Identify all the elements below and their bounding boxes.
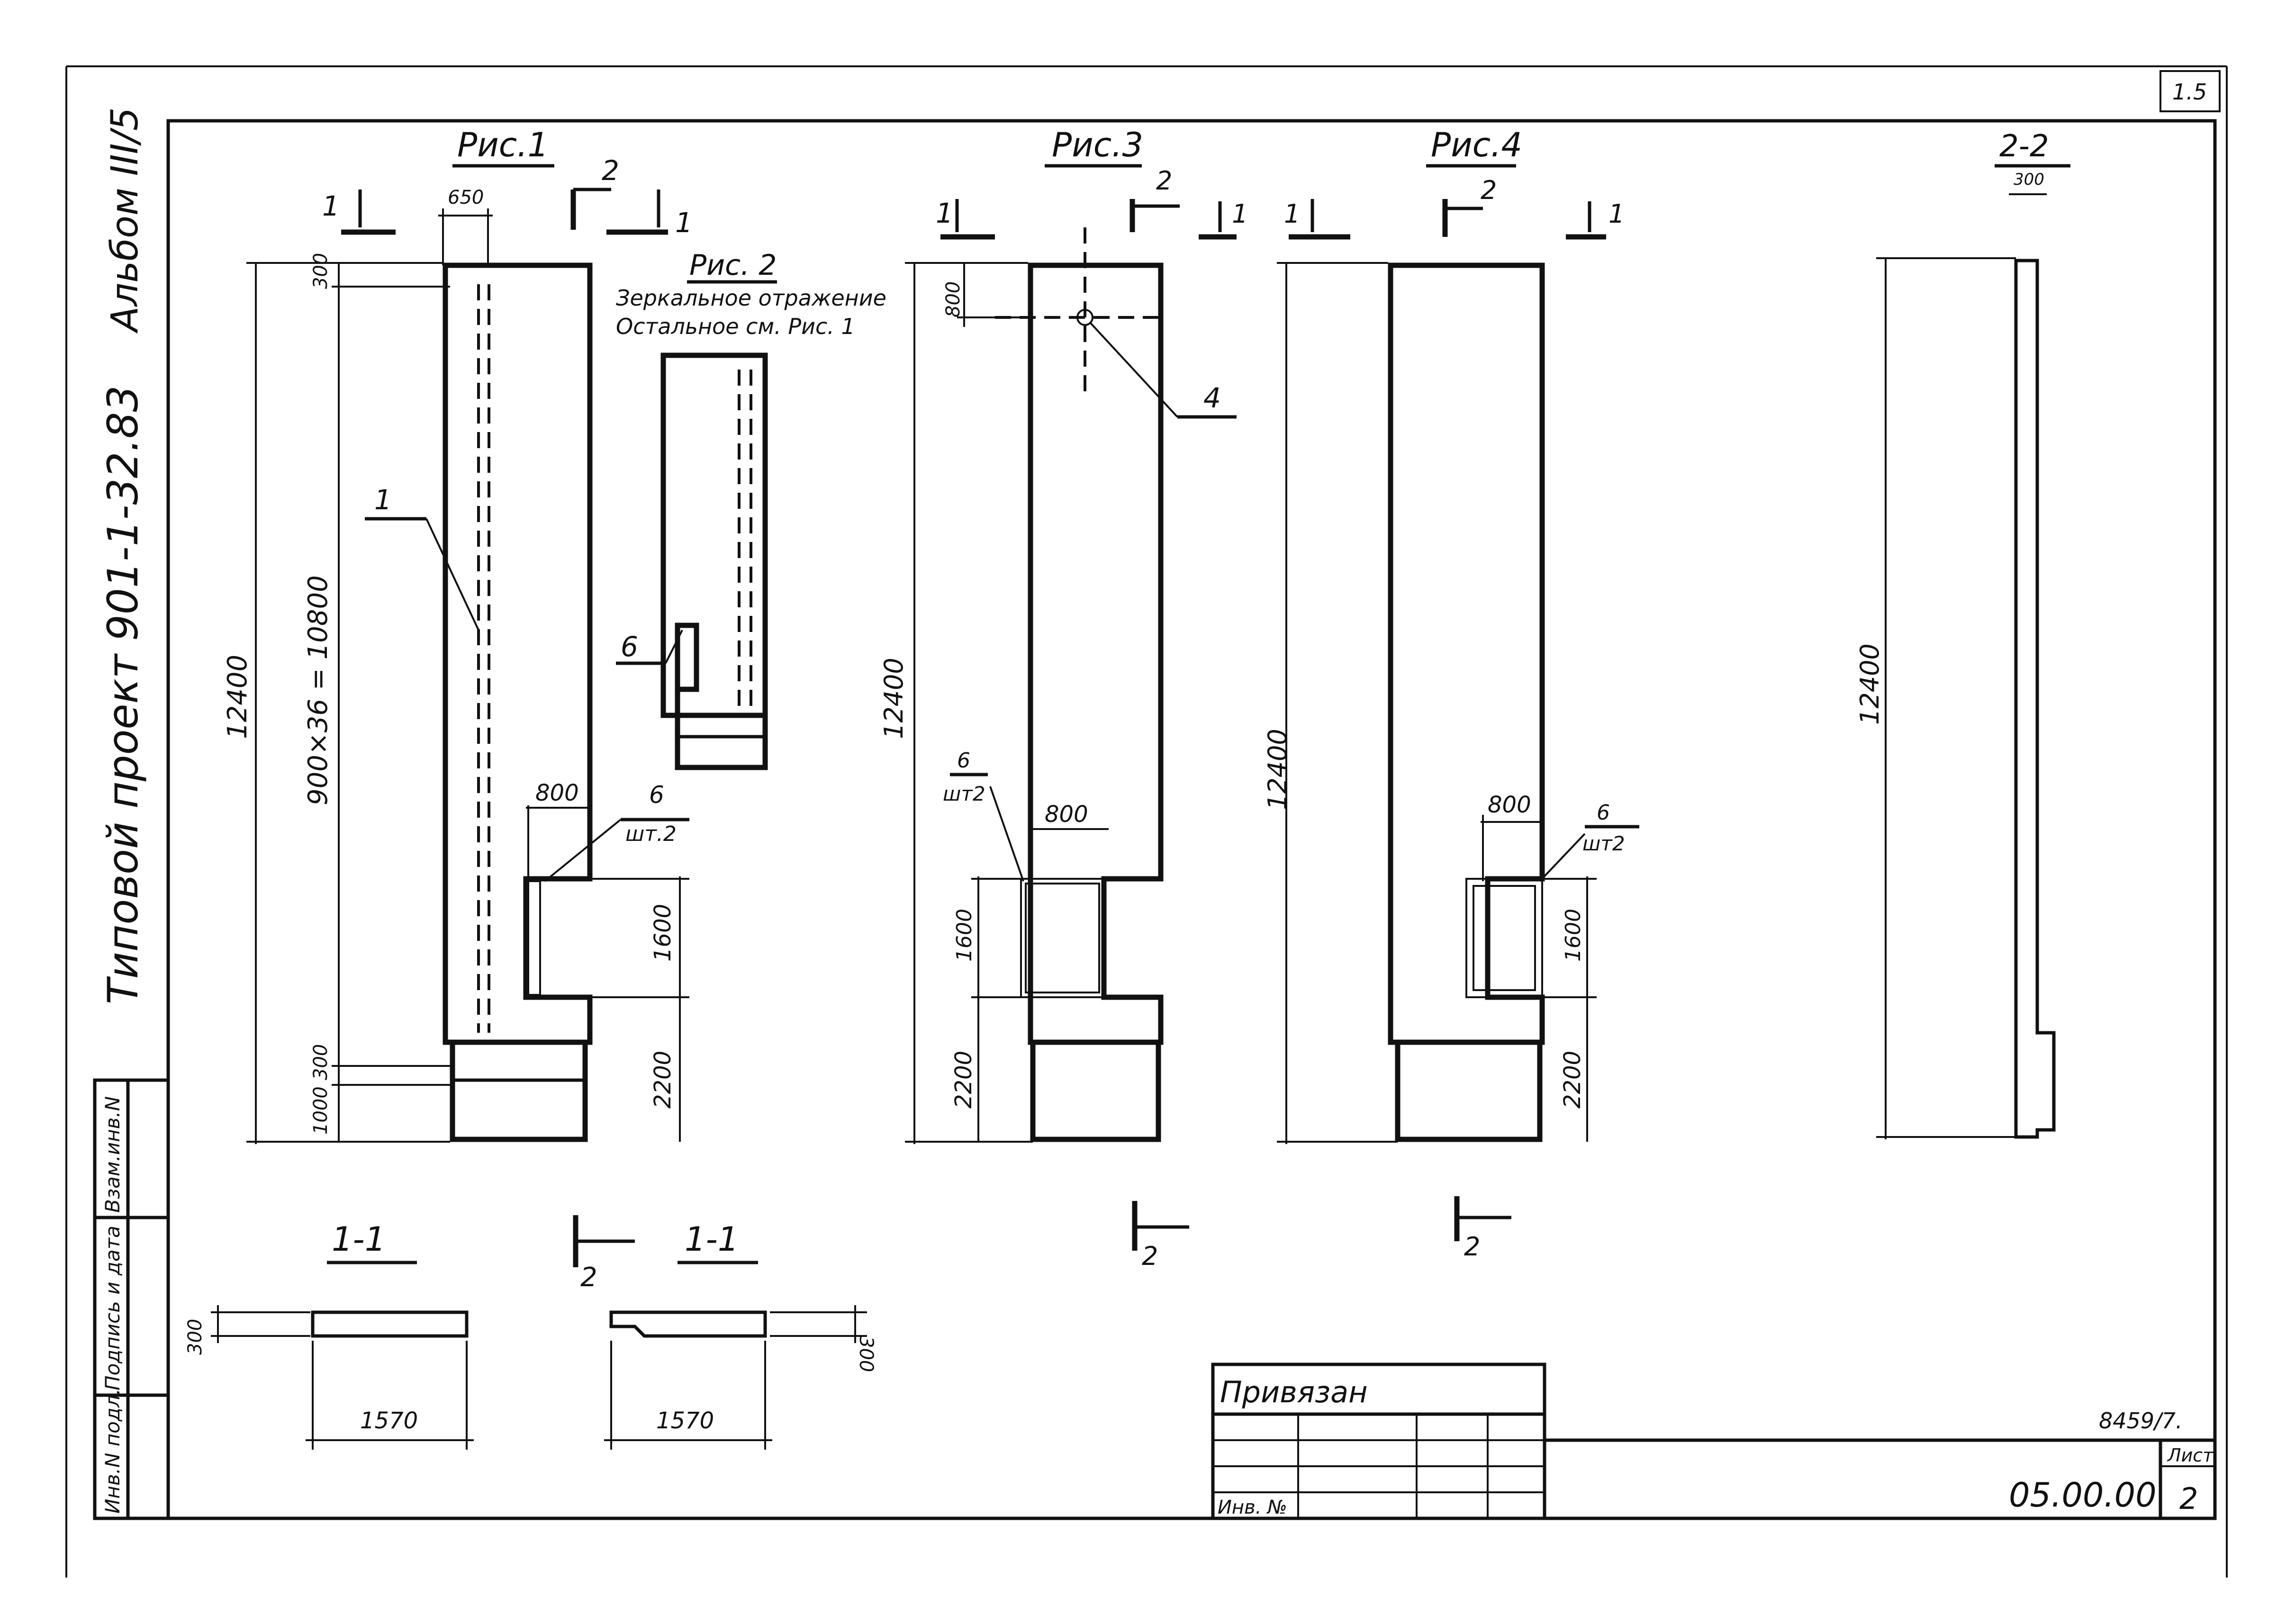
fig1-sec-mark-left: 1 bbox=[322, 190, 340, 222]
fig1-dim-b1: 300 bbox=[310, 1044, 332, 1080]
fig1-dim-pitch: 900×36 = 10800 bbox=[303, 575, 334, 805]
title-code: 05.00.00 bbox=[2009, 1476, 2157, 1515]
fig3-dim-overall: 12400 bbox=[879, 658, 909, 739]
fig1-sec-mark-2: 2 bbox=[602, 154, 619, 187]
figure-4: Рис.4 1 2 1 12400 1600 2200 800 6 шт2 bbox=[1263, 126, 1639, 1262]
title-order: 8459/7. bbox=[2099, 1408, 2182, 1434]
fig4-callout-6: 6 bbox=[1597, 801, 1610, 825]
section-2-2: 2-2 300 12400 bbox=[1855, 129, 2070, 1139]
section-1-1-a: 1-1 300 1570 bbox=[184, 1220, 474, 1450]
fig1-sec-mark-right: 1 bbox=[675, 207, 693, 239]
sec22-top: 300 bbox=[2014, 170, 2044, 189]
stamp-inv: Инв. № bbox=[1218, 1497, 1287, 1518]
fig4-dim-opening-h: 1600 bbox=[1561, 909, 1585, 962]
fig3-callout-6: 6 bbox=[957, 749, 970, 773]
sec11a-width: 1570 bbox=[360, 1407, 418, 1434]
fig1-callout-1: 1 bbox=[374, 484, 392, 516]
fig4-dim-lower: 2200 bbox=[1559, 1051, 1586, 1109]
sec22-overall: 12400 bbox=[1855, 643, 1885, 725]
figure-1: Рис.1 1 1 2 12400 300 900×36 = 10800 bbox=[222, 126, 693, 1144]
fig1-dim-lower: 2200 bbox=[650, 1051, 676, 1109]
fig1-studs bbox=[477, 284, 490, 1033]
fig2-note2: Остальное см. Рис. 1 bbox=[616, 314, 855, 339]
sec11b-width: 1570 bbox=[656, 1407, 714, 1434]
fig3-dim-lower: 2200 bbox=[950, 1051, 977, 1109]
section-1-1-b: 2 1-1 300 1570 bbox=[573, 1215, 877, 1450]
fig4-callout-6q: шт2 bbox=[1582, 832, 1625, 855]
fig3-sec-mark-left: 1 bbox=[936, 197, 953, 229]
fig2-title: Рис. 2 bbox=[689, 249, 777, 282]
binding-stamp: Привязан Инв. № bbox=[1211, 1362, 1546, 1520]
fig3-callout-6q: шт2 bbox=[943, 782, 985, 805]
title-sheet-number: 2 bbox=[2179, 1481, 2198, 1516]
corner-mark: 1.5 bbox=[2172, 79, 2207, 105]
side-stamp-sign: Подпись и дата bbox=[101, 1226, 124, 1390]
title-sheet-label: Лист bbox=[2167, 1445, 2214, 1466]
stamp-label: Привязан bbox=[1220, 1375, 1368, 1409]
side-stamp: Инв.N подл. Подпись и дата Взам.инв.N bbox=[93, 1078, 170, 1520]
fig1-dim-overall: 12400 bbox=[222, 655, 253, 739]
fig3-bottom-mark: 2 bbox=[1142, 1241, 1158, 1271]
sec11b-thick: 300 bbox=[855, 1336, 877, 1372]
fig3-sec-mark-right: 1 bbox=[1232, 199, 1248, 229]
sheet-frame: 1.5 bbox=[65, 65, 2228, 1578]
fig1-callout-6: 6 bbox=[649, 781, 664, 809]
side-stamp-inv: Инв.N подл. bbox=[101, 1389, 124, 1514]
title-block: 05.00.00 Лист 2 8459/7. bbox=[1545, 1408, 2215, 1518]
fig1-dim-opening-h: 1600 bbox=[650, 904, 676, 962]
figure-3: Рис.3 1 2 1 12400 800 1600 2200 800 bbox=[879, 126, 1248, 1271]
fig3-dim-opening-h: 1600 bbox=[952, 909, 976, 962]
album-texts: Альбом III/5 Типовой проект 901-1-32.83 bbox=[99, 107, 147, 1004]
figure-2: Рис. 2 Зеркальное отражение Остальное см… bbox=[616, 249, 886, 770]
project-label: Типовой проект 901-1-32.83 bbox=[99, 386, 147, 1004]
sec11a-thick: 300 bbox=[184, 1319, 206, 1355]
fig2-note1: Зеркальное отражение bbox=[616, 285, 886, 311]
fig4-sec-mark-right: 1 bbox=[1608, 199, 1625, 229]
fig4-bottom-mark: 2 bbox=[1464, 1232, 1480, 1262]
fig4-dim-overall: 12400 bbox=[1263, 729, 1292, 810]
fig4-sec-mark-left: 1 bbox=[1284, 199, 1300, 229]
fig2-callout-6: 6 bbox=[621, 631, 638, 663]
fig1-dim-top: 300 bbox=[310, 253, 332, 289]
sec11a-title: 1-1 bbox=[332, 1220, 386, 1259]
fig3-callout-4: 4 bbox=[1203, 382, 1221, 414]
fig1-title: Рис.1 bbox=[457, 126, 549, 164]
fig1-dim-b2: 1000 bbox=[310, 1086, 332, 1135]
fig4-dim-opening-w: 800 bbox=[1488, 792, 1531, 818]
side-stamp-replace: Взам.инв.N bbox=[101, 1096, 124, 1213]
fig1-dim-opening-w: 800 bbox=[535, 780, 579, 806]
fig3-sec-mark-2: 2 bbox=[1156, 166, 1172, 196]
fig4-title: Рис.4 bbox=[1431, 126, 1522, 164]
sec11b-title: 1-1 bbox=[685, 1220, 739, 1259]
fig3-title: Рис.3 bbox=[1052, 126, 1143, 164]
fig1-callout-6q: шт.2 bbox=[625, 822, 677, 846]
fig4-sec-mark-2: 2 bbox=[1481, 175, 1497, 205]
fig3-dim-opening-w: 800 bbox=[1045, 801, 1088, 828]
fig3-dim-top: 800 bbox=[942, 281, 964, 317]
fig1-dim-width: 650 bbox=[448, 187, 484, 208]
album-label: Альбом III/5 bbox=[104, 107, 146, 334]
sec22-title: 2-2 bbox=[1999, 129, 2049, 164]
sec11b-mark: 2 bbox=[580, 1262, 597, 1293]
